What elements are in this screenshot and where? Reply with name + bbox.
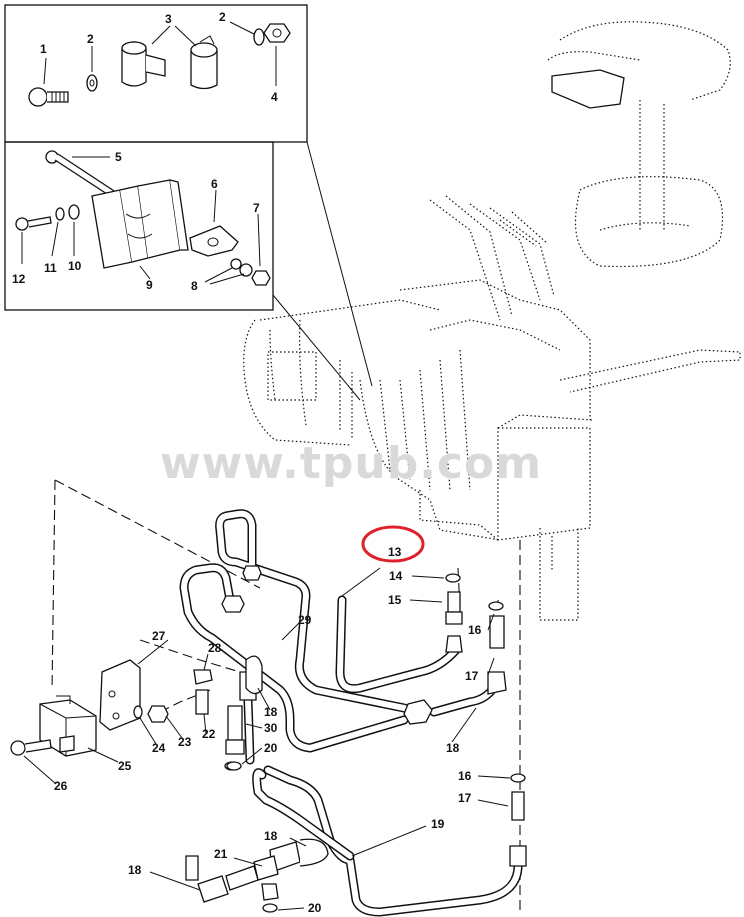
screw-part-1 — [28, 87, 69, 107]
callout-16: 16 — [458, 769, 472, 783]
nut-part-4 — [263, 23, 291, 43]
o-ring-part-14 — [445, 573, 461, 583]
tee-part-21 — [185, 838, 329, 913]
inset-detail-block: 5 6 7 8 9 10 11 12 — [4, 141, 274, 311]
callout-24: 24 — [152, 741, 166, 755]
hydraulic-lines — [179, 509, 523, 917]
callout-17: 17 — [465, 669, 479, 683]
callout-22: 22 — [202, 727, 216, 741]
bolt-part-26 — [10, 739, 52, 756]
callout-10: 10 — [68, 259, 82, 273]
watermark: www.tpub.com — [160, 438, 542, 489]
callout-25: 25 — [118, 759, 132, 773]
callout-20: 20 — [308, 901, 322, 915]
fitting-part-17 — [487, 615, 507, 695]
callout-28: 28 — [208, 641, 222, 655]
fittings — [10, 565, 527, 913]
callout-leaders — [23, 567, 511, 911]
callout-2: 2 — [219, 10, 226, 24]
fitting-part-15 — [445, 591, 463, 653]
callout-26: 26 — [54, 779, 68, 793]
nut-part-7 — [251, 270, 271, 286]
callout-6: 6 — [211, 177, 218, 191]
bracket-part-27 — [99, 659, 141, 731]
clamp-part-3 — [121, 35, 218, 90]
highlight-circle — [361, 525, 425, 563]
callout-9: 9 — [146, 278, 153, 292]
callout-30: 30 — [264, 721, 278, 735]
callout-labels: 13 14 15 16 17 18 16 17 19 29 27 28 18 3… — [54, 545, 482, 915]
transmission-assembly-outline — [243, 21, 741, 621]
callout-4: 4 — [271, 90, 278, 104]
callout-17: 17 — [458, 791, 472, 805]
callout-18: 18 — [264, 705, 278, 719]
block-part-25 — [39, 695, 97, 757]
callout-5: 5 — [115, 150, 122, 164]
washer-part-2 — [86, 74, 98, 92]
callout-1: 1 — [40, 42, 47, 56]
washer-part-2b — [253, 28, 265, 46]
callout-11: 11 — [44, 261, 57, 275]
washer-part-8 — [230, 258, 253, 277]
inset-detail-clamp: 1 2 3 2 4 — [4, 4, 308, 143]
callout-18: 18 — [128, 863, 142, 877]
callout-18: 18 — [446, 741, 460, 755]
plate-part-6 — [189, 225, 239, 257]
washer-part-10 — [68, 204, 80, 220]
callout-14: 14 — [389, 569, 403, 583]
callout-7: 7 — [253, 201, 260, 215]
callout-27: 27 — [152, 629, 166, 643]
block-part-9 — [91, 179, 189, 269]
callout-18: 18 — [264, 829, 278, 843]
callout-20: 20 — [264, 741, 278, 755]
callout-19: 19 — [431, 817, 445, 831]
callout-23: 23 — [178, 735, 192, 749]
screw-part-12 — [15, 216, 52, 231]
callout-21: 21 — [214, 847, 228, 861]
callout-8: 8 — [191, 279, 198, 293]
callout-2: 2 — [87, 32, 94, 46]
callout-15: 15 — [388, 593, 402, 607]
callout-29: 29 — [298, 613, 312, 627]
callout-3: 3 — [165, 12, 172, 26]
callout-16: 16 — [468, 623, 482, 637]
washer-part-11 — [55, 207, 65, 221]
callout-12: 12 — [12, 272, 26, 286]
callout-13: 13 — [388, 545, 402, 559]
